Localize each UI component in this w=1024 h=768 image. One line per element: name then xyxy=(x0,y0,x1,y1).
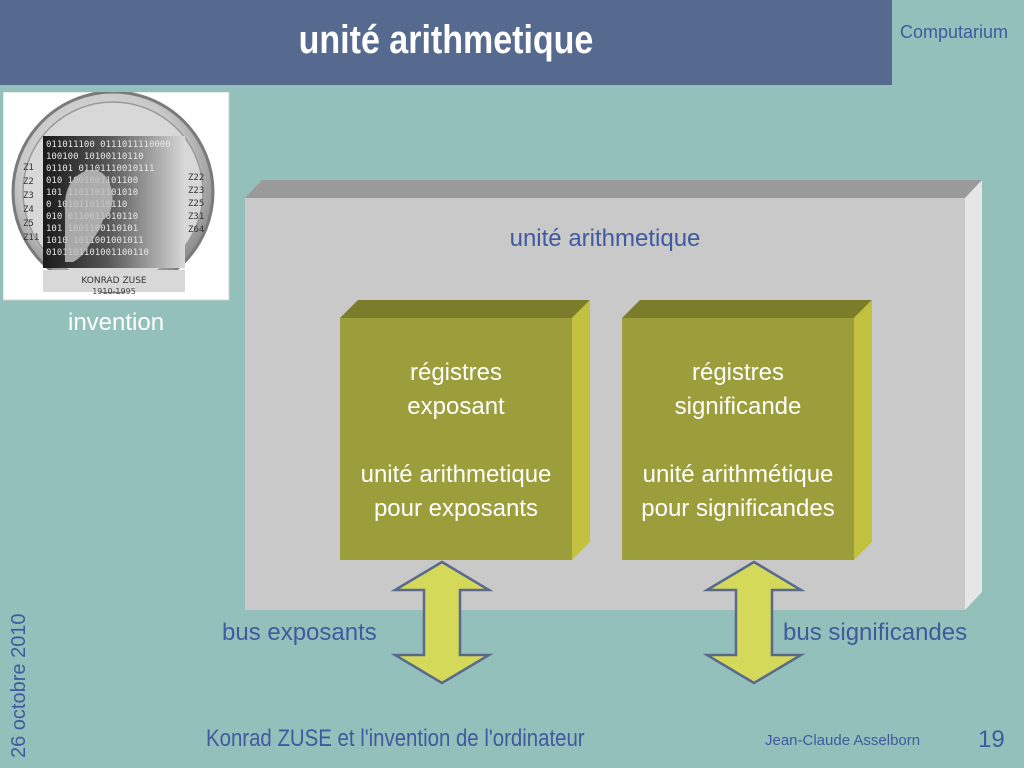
svg-text:0101101101001100110: 0101101101001100110 xyxy=(46,248,149,258)
outer-box-side xyxy=(965,180,982,610)
exponent-box-top xyxy=(340,300,590,318)
significand-box-line: régistres xyxy=(691,359,785,386)
outer-box-top xyxy=(245,180,982,198)
coin-years: 1910-1995 xyxy=(92,287,136,296)
svg-text:Z4: Z4 xyxy=(23,205,34,215)
svg-text:Z5: Z5 xyxy=(23,219,34,229)
exponent-box-text: régistres exposant unité arithmetique po… xyxy=(340,356,572,526)
svg-text:1010 1011001001011: 1010 1011001001011 xyxy=(46,236,144,246)
significand-box-text: régistres significande unité arithmétiqu… xyxy=(622,356,854,526)
significand-bus-label: bus significandes xyxy=(783,619,968,646)
exponent-box-front xyxy=(340,318,572,560)
coin-inscription: KONRAD ZUSE xyxy=(81,276,147,286)
exponent-bus-arrow-icon xyxy=(390,560,494,685)
significand-box-line: significande xyxy=(674,393,802,420)
exponent-box-line: régistres xyxy=(409,359,503,386)
svg-text:Z3: Z3 xyxy=(23,191,34,201)
significand-bus-arrow-icon xyxy=(702,560,806,685)
presentation-date: 26 octobre 2010 xyxy=(8,613,30,758)
svg-text:011011100 0111011110000: 011011100 0111011110000 xyxy=(46,140,171,150)
page-number: 19 xyxy=(978,726,1005,753)
title-bar xyxy=(0,0,892,85)
svg-text:100100 10100110110: 100100 10100110110 xyxy=(46,152,144,162)
zuse-coin-image: 011011100 0111011110000 100100 101001101… xyxy=(2,90,233,302)
exponent-box-line: pour exposants xyxy=(373,495,539,522)
footer-author: Jean-Claude Asselborn xyxy=(765,732,921,749)
svg-text:Z23: Z23 xyxy=(188,186,204,196)
exponent-box-line: exposant xyxy=(407,393,505,420)
brand-label: Computarium xyxy=(900,22,1009,42)
svg-text:Z2: Z2 xyxy=(23,177,34,187)
significand-box-side xyxy=(854,300,872,560)
svg-text:Z1: Z1 xyxy=(23,163,34,173)
exponent-bus-label: bus exposants xyxy=(222,619,377,646)
significand-box-top xyxy=(622,300,872,318)
footer-title: Konrad ZUSE et l'invention de l'ordinate… xyxy=(206,725,585,752)
exponent-box-line: unité arithmetique xyxy=(360,461,552,488)
svg-text:Z11: Z11 xyxy=(23,233,39,243)
svg-text:01101 01101110010111: 01101 01101110010111 xyxy=(46,164,154,174)
significand-box-line: unité arithmétique xyxy=(642,461,834,488)
svg-text:Z22: Z22 xyxy=(188,173,204,183)
svg-text:Z25: Z25 xyxy=(188,199,204,209)
significand-box-line: pour significandes xyxy=(641,495,835,522)
page-title: unité arithmetique xyxy=(298,18,594,62)
exponent-box-side xyxy=(572,300,590,560)
svg-text:Z31: Z31 xyxy=(188,212,204,222)
svg-text:Z64: Z64 xyxy=(188,225,204,235)
outer-box-label: unité arithmetique xyxy=(509,225,701,252)
coin-caption: invention xyxy=(68,309,165,336)
significand-box-front xyxy=(622,318,854,560)
